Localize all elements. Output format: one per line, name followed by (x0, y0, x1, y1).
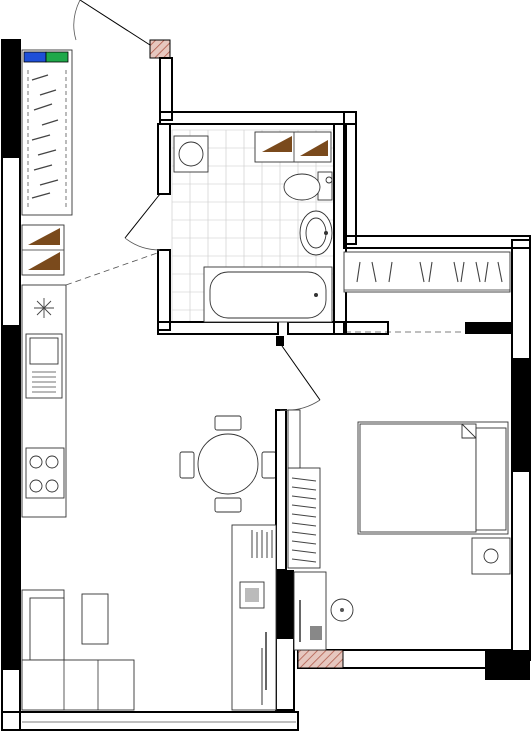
bathtub-icon (203, 266, 333, 323)
entrance-door[interactable] (73, 0, 151, 46)
sofa-icon (21, 589, 135, 711)
sink-icon (299, 210, 333, 256)
extractor-icon (34, 298, 54, 318)
exterior-walls (1, 39, 531, 731)
desk-icon (293, 571, 354, 651)
toilet-icon (283, 171, 333, 201)
nightstand-icon (471, 537, 511, 575)
bedroom-top-wardrobe (343, 251, 511, 293)
double-bed-icon (357, 421, 509, 535)
kitchen-counter (21, 284, 67, 518)
kitchen-sink-icon (25, 333, 63, 399)
bedroom-side-wardrobe (287, 409, 321, 569)
dining-table-icon (179, 415, 277, 513)
coffee-table-icon (81, 593, 109, 645)
washing-machine-icon (173, 135, 209, 173)
hallway-shoe-cabinet (21, 224, 65, 276)
vent-blue-icon (23, 51, 47, 63)
vent-green-icon (45, 51, 69, 63)
living-side-wardrobe (231, 524, 277, 711)
hallway-wardrobe (21, 49, 73, 216)
bathroom-door[interactable] (124, 193, 161, 251)
stove-icon (25, 447, 65, 499)
bathroom-wall-cabinets (254, 131, 332, 163)
living-room-door[interactable] (276, 336, 321, 411)
